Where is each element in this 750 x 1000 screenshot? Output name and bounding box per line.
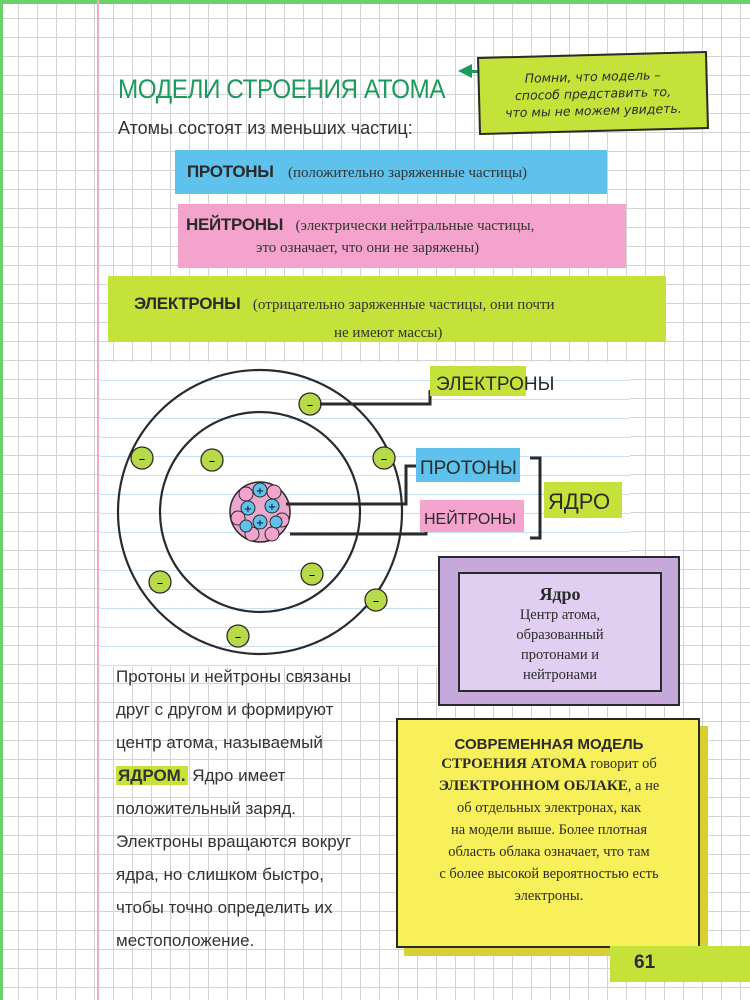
body-line: Протоны и нейтроны связаны bbox=[116, 667, 352, 686]
cloud-line: электроны. bbox=[514, 888, 584, 904]
nucleus-cluster: + + + + bbox=[229, 481, 291, 543]
svg-text:–: – bbox=[373, 594, 380, 609]
svg-text:–: – bbox=[307, 398, 314, 413]
neutron-particle bbox=[266, 484, 282, 500]
svg-text:+: + bbox=[256, 518, 264, 529]
proton-particle bbox=[239, 519, 253, 533]
protons-leader-line bbox=[286, 464, 418, 506]
body-line: ЯДРОМ. Ядро имеет bbox=[116, 759, 396, 792]
body-line-rest: Ядро имеет bbox=[187, 766, 286, 785]
nucleus-card-line: протонами и bbox=[521, 647, 599, 663]
nucleus-definition-card: Ядро Центр атома, образованный протонами… bbox=[438, 556, 680, 706]
page-number: 61 bbox=[634, 952, 656, 973]
electrons-desc-2: не имеют массы) bbox=[334, 325, 443, 341]
neutron-particle bbox=[264, 526, 280, 542]
intro-text: Атомы состоят из меньших частиц: bbox=[118, 118, 413, 138]
page-edge-left bbox=[0, 0, 3, 1000]
svg-text:–: – bbox=[235, 630, 242, 645]
core-highlight: ЯДРОМ. bbox=[116, 766, 188, 785]
nucleus-tag bbox=[544, 482, 622, 518]
electron: – bbox=[200, 448, 224, 472]
proton-particle bbox=[252, 482, 268, 498]
outer-orbit bbox=[116, 368, 404, 656]
proton-particle bbox=[264, 498, 280, 514]
svg-text:–: – bbox=[381, 452, 388, 467]
electron: – bbox=[364, 588, 388, 612]
electrons-tag bbox=[430, 366, 526, 396]
svg-text:–: – bbox=[157, 576, 164, 591]
diagram-label-electrons: ЭЛЕКТРОНЫ bbox=[436, 374, 554, 395]
nucleus-card-title: Ядро bbox=[539, 584, 581, 604]
neutrons-desc-2: это означает, что они не заряжены) bbox=[256, 240, 480, 256]
electrons-desc: (отрицательно заряженные частицы, они по… bbox=[252, 297, 555, 313]
protons-tag bbox=[416, 448, 520, 482]
note-arrow-icon bbox=[458, 64, 472, 78]
body-line: ядра, но слишком быстро, bbox=[116, 865, 324, 884]
page-title: МОДЕЛИ СТРОЕНИЯ АТОМА bbox=[118, 74, 446, 104]
electron: – bbox=[148, 570, 172, 594]
body-line: друг с другом и формируют bbox=[116, 700, 334, 719]
diagram-label-neutrons: НЕЙТРОНЫ bbox=[424, 509, 516, 528]
nucleus-card-line: Центр атома, bbox=[519, 607, 601, 623]
neutrons-desc: (электрически нейтральные частицы, bbox=[295, 218, 535, 234]
cloud-line: на модели выше. Более плотная bbox=[450, 822, 648, 838]
nucleus-card-line: образованный bbox=[516, 627, 604, 643]
note-arrow-line bbox=[470, 70, 482, 73]
neutrons-term: НЕЙТРОНЫ bbox=[186, 215, 284, 234]
body-line: чтобы точно определить их bbox=[116, 898, 333, 917]
nucleus-bracket bbox=[530, 456, 542, 540]
protons-desc: (положительно заряженные частицы) bbox=[288, 165, 528, 181]
proton-particle bbox=[252, 514, 268, 530]
electrons-band: ЭЛЕКТРОНЫ (отрицательно заряженные части… bbox=[108, 276, 666, 342]
svg-text:–: – bbox=[139, 452, 146, 467]
svg-text:–: – bbox=[309, 568, 316, 583]
protons-band: ПРОТОНЫ (положительно заряженные частицы… bbox=[175, 150, 607, 194]
body-line: местоположение. bbox=[116, 931, 255, 950]
body-paragraph: Протоны и нейтроны связаны друг с другом… bbox=[116, 660, 396, 957]
protons-term: ПРОТОНЫ bbox=[187, 162, 274, 181]
body-line: положительный заряд. bbox=[116, 799, 296, 818]
cloud-line: ЭЛЕКТРОННОМ ОБЛАКЕ, а не bbox=[438, 778, 660, 794]
cloud-line: область облака означает, что там bbox=[448, 844, 650, 860]
svg-text:–: – bbox=[209, 454, 216, 469]
diagram-label-protons: ПРОТОНЫ bbox=[420, 458, 517, 479]
svg-text:+: + bbox=[268, 502, 276, 513]
cloud-line: с более высокой вероятностью есть bbox=[439, 866, 659, 882]
nucleus-card-line: нейтронами bbox=[522, 667, 598, 683]
diagram-label-nucleus: ЯДРО bbox=[548, 489, 610, 514]
electron: – bbox=[372, 446, 396, 470]
electron: – bbox=[130, 446, 154, 470]
proton-particle bbox=[269, 515, 283, 529]
inner-orbit bbox=[158, 410, 362, 614]
electron: – bbox=[300, 562, 324, 586]
cloud-heading: СОВРЕМЕННАЯ МОДЕЛЬ bbox=[454, 736, 644, 753]
electron-cloud-callout: СОВРЕМЕННАЯ МОДЕЛЬ СТРОЕНИЯ АТОМА говори… bbox=[396, 718, 700, 948]
margin-line bbox=[97, 0, 99, 1000]
proton-particle bbox=[240, 500, 256, 516]
svg-text:+: + bbox=[244, 504, 252, 515]
neutrons-tag bbox=[420, 500, 524, 532]
page-number-bar bbox=[610, 946, 750, 982]
nucleus-card-inner: Ядро Центр атома, образованный протонами… bbox=[458, 572, 662, 692]
atom-diagram: + + + + – – – – – – – – ЭЛЕКТРОНЫ bbox=[116, 366, 622, 656]
cloud-line: СТРОЕНИЯ АТОМА говорит об bbox=[441, 756, 657, 772]
reminder-note: Помни, что модель – способ представить т… bbox=[477, 51, 709, 135]
electrons-term: ЭЛЕКТРОНЫ bbox=[134, 294, 241, 313]
cloud-line: об отдельных электронах, как bbox=[457, 800, 641, 816]
electron: – bbox=[298, 392, 322, 416]
body-line: Электроны вращаются вокруг bbox=[116, 832, 352, 851]
body-line: центр атома, называемый bbox=[116, 733, 323, 752]
electron: – bbox=[226, 624, 250, 648]
page-edge-top bbox=[0, 0, 750, 4]
neutron-particle bbox=[238, 486, 254, 502]
neutrons-band: НЕЙТРОНЫ (электрически нейтральные части… bbox=[178, 204, 626, 268]
svg-text:+: + bbox=[256, 486, 264, 497]
